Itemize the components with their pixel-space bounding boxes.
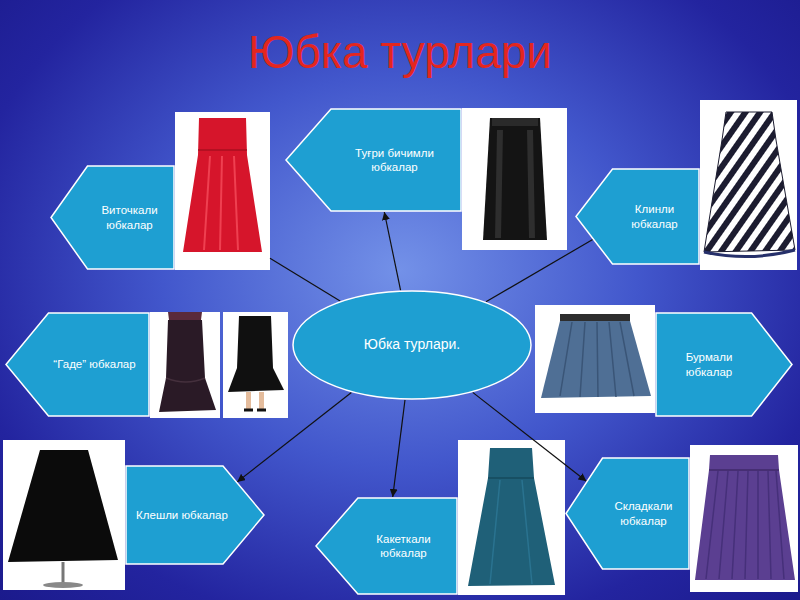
node-outline xyxy=(315,497,458,595)
center-ellipse: Юбка турлари. xyxy=(292,290,532,400)
darted-skirt-photo xyxy=(175,112,270,270)
gored-skirt-photo xyxy=(700,100,797,270)
node-outline xyxy=(50,165,175,270)
skirt-type-label: Клинли юбкалар xyxy=(615,202,694,231)
skirt-type-label: Клешли юбкалар xyxy=(135,508,229,522)
arrow-pentagon-outline xyxy=(51,166,174,269)
arrow-pentagon-outline xyxy=(6,313,149,416)
node-outline xyxy=(655,312,793,417)
node-outline xyxy=(285,108,462,212)
diagram-title: Юбка турлари xyxy=(0,24,800,80)
connector-line xyxy=(384,212,400,290)
arrow-pentagon-outline xyxy=(576,169,699,264)
center-label: Юбка турлари. xyxy=(312,336,512,354)
straight-skirt-box: Туғри бичимли юбкалар xyxy=(285,108,462,212)
skirt-type-label: Бурмали юбкалар xyxy=(661,350,757,379)
connector-line xyxy=(486,240,593,302)
pleated-skirt-box: Складкали юбкалар xyxy=(565,457,690,570)
gathered-skirt-box: Бурмали юбкалар xyxy=(655,312,793,417)
gored-skirt-box: Клинли юбкалар xyxy=(575,168,700,265)
pencil-skirt-photo xyxy=(462,108,567,250)
yoke-skirt-box: Какеткали юбкалар xyxy=(315,497,458,595)
gathered-skirt-photo xyxy=(535,305,655,413)
yoke-skirt-photo xyxy=(458,440,565,595)
pleated-skirt-photo xyxy=(690,445,798,592)
skirt-type-label: Складкали юбкалар xyxy=(603,499,684,528)
node-outline xyxy=(575,168,700,265)
mermaid-skirt-photo xyxy=(150,312,288,418)
arrow-pentagon-outline xyxy=(286,109,461,211)
arrow-pentagon-outline xyxy=(566,458,689,569)
flared-skirt-photo xyxy=(3,440,125,590)
connector-line xyxy=(270,258,340,301)
mermaid-skirt-box: “Гаде” юбкалар xyxy=(5,312,150,417)
skirt-type-label: Туғри бичимли юбкалар xyxy=(333,146,456,175)
connector-line xyxy=(237,393,351,482)
arrow-pentagon-outline xyxy=(656,313,792,416)
connector-line xyxy=(393,400,405,497)
skirt-type-label: Виточкали юбкалар xyxy=(90,203,169,232)
skirt-type-label: Какеткали юбкалар xyxy=(355,532,452,561)
node-outline xyxy=(565,457,690,570)
skirt-type-label: “Гаде” юбкалар xyxy=(45,357,144,371)
ellipse-outline xyxy=(293,291,531,399)
flared-skirt-box: Клешли юбкалар xyxy=(125,465,265,565)
arrow-pentagon-outline xyxy=(126,466,264,564)
arrow-pentagon-outline xyxy=(316,498,457,594)
connector-line xyxy=(473,392,587,481)
darted-skirt-box: Виточкали юбкалар xyxy=(50,165,175,270)
